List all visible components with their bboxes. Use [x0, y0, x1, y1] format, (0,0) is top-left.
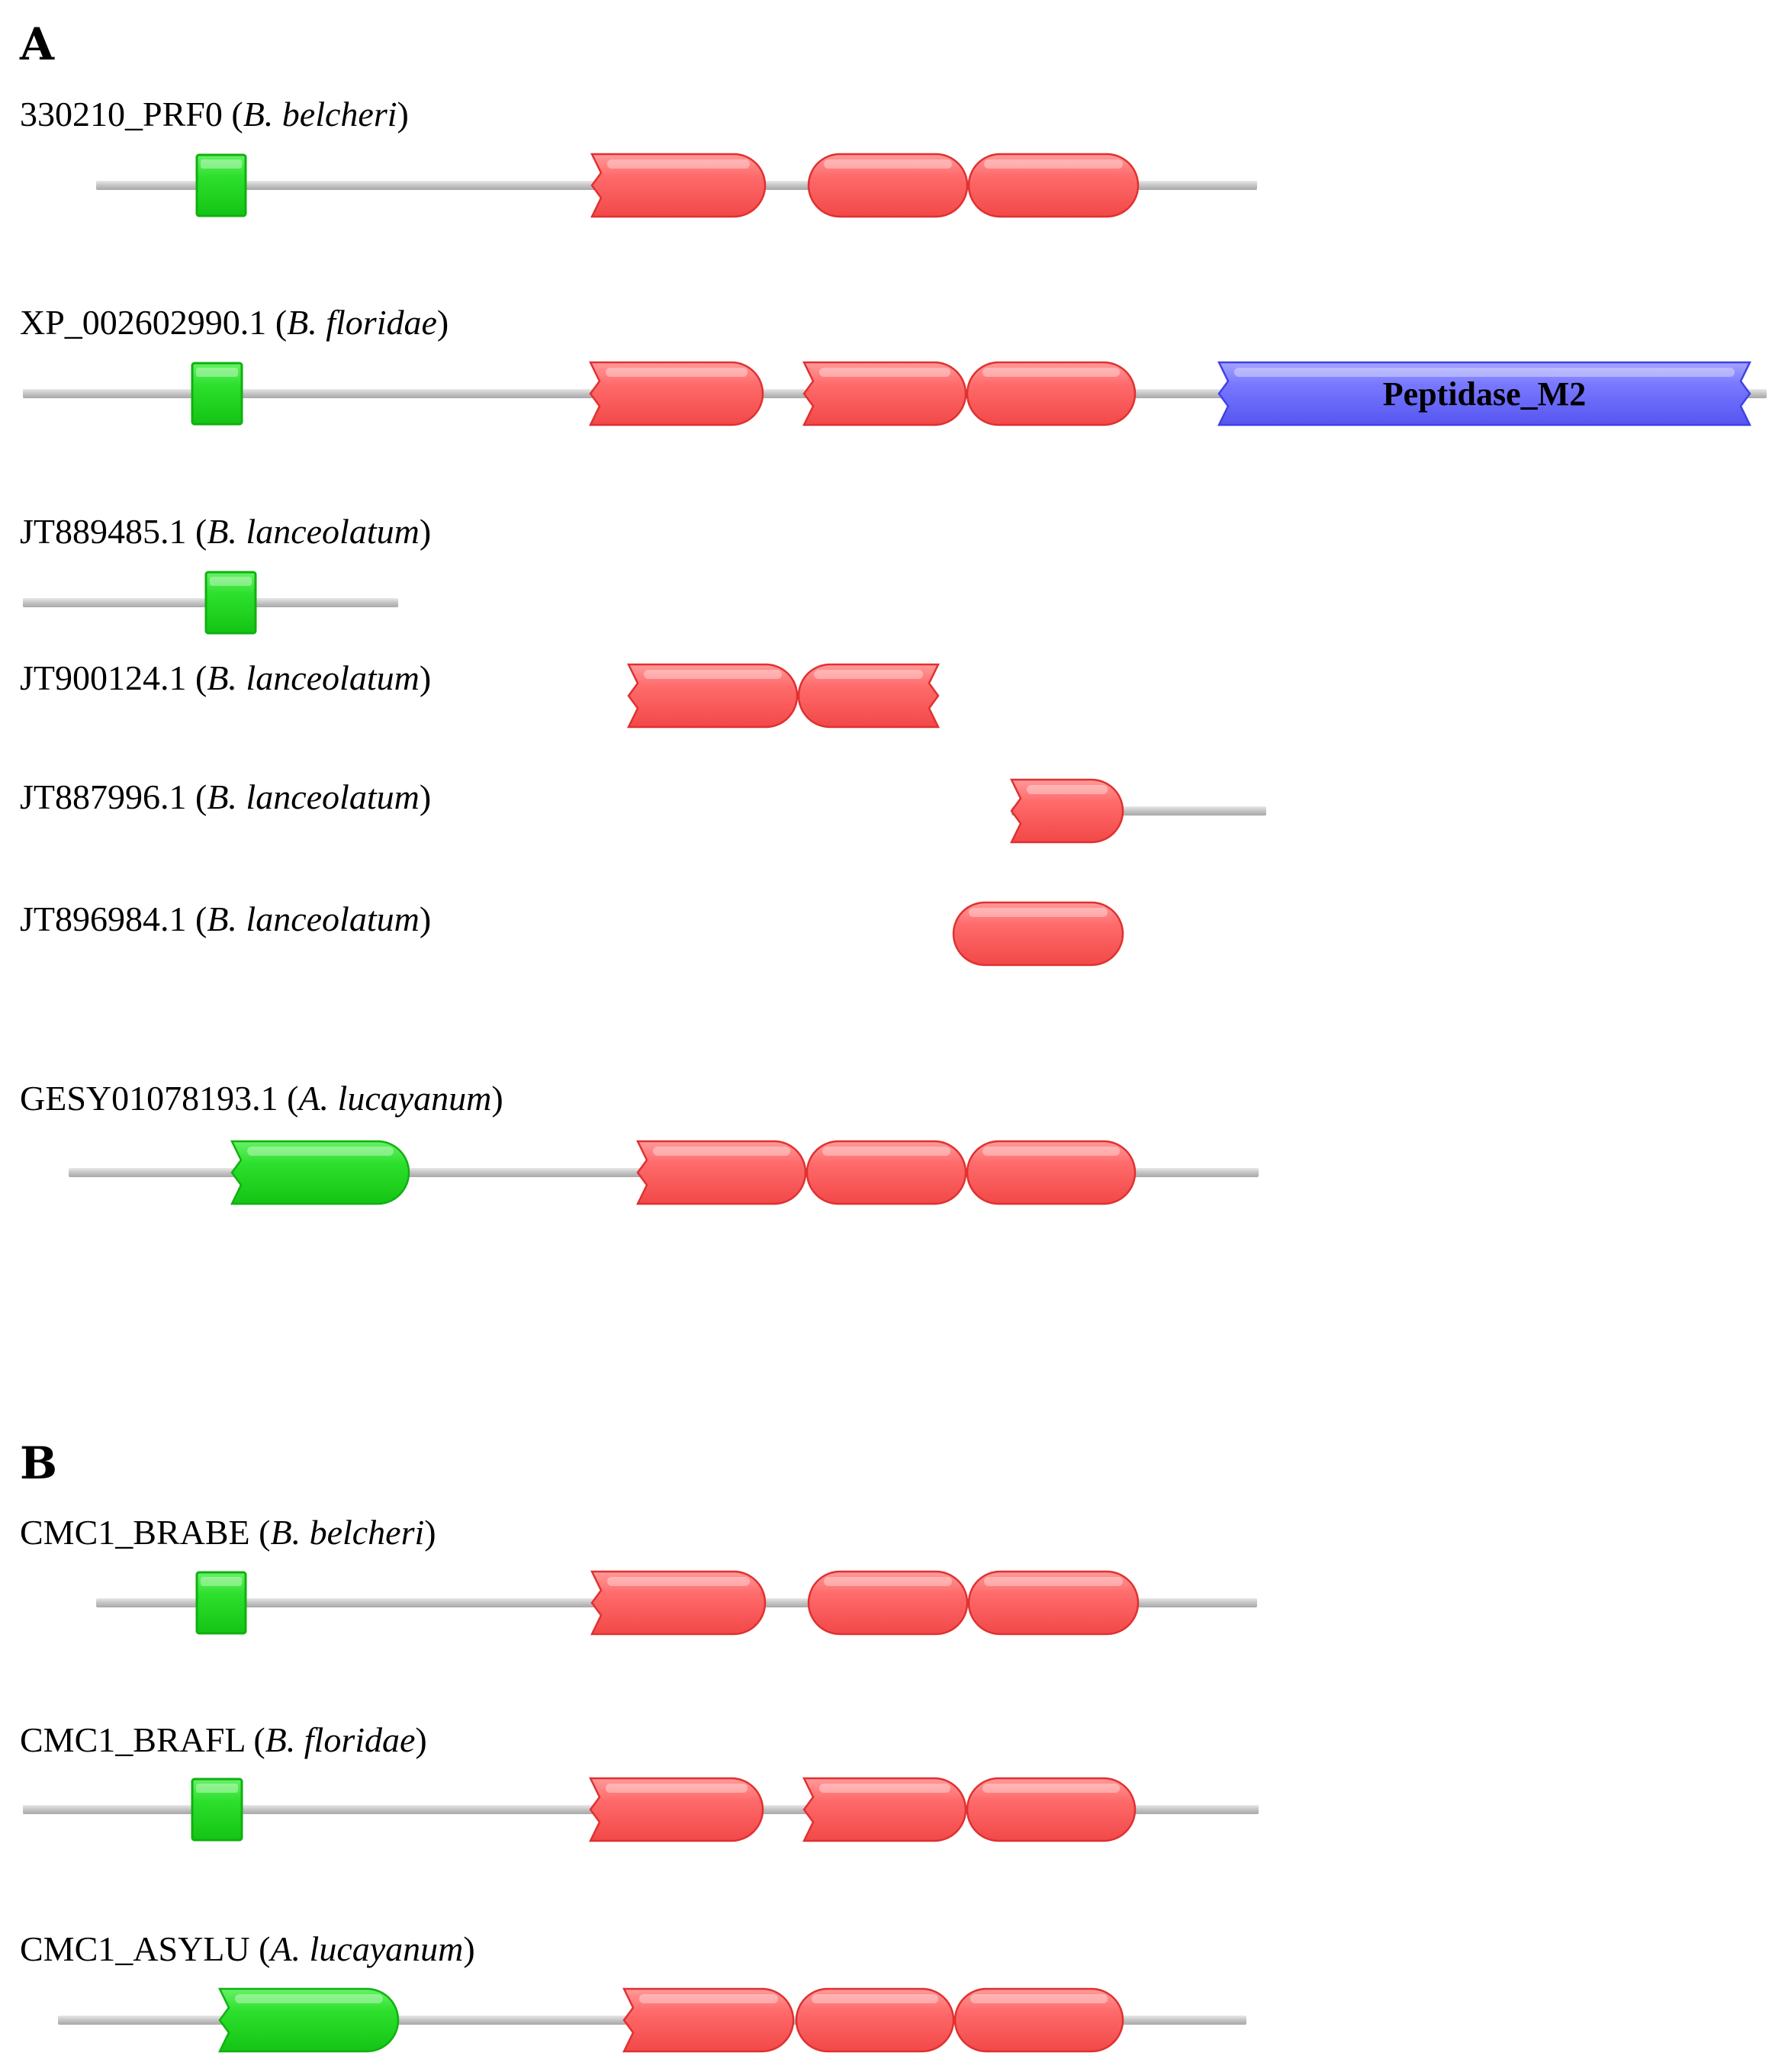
sequence-row: JT896984.1 (B. lanceolatum)	[20, 899, 1124, 967]
sequence-id: JT900124.1	[20, 658, 187, 697]
species-name: B. lanceolatum	[207, 899, 420, 938]
sequence-row: JT900124.1 (B. lanceolatum)	[20, 658, 941, 729]
red-domain	[966, 1140, 1137, 1205]
red-domain	[588, 361, 764, 426]
species-name: A. lucayanum	[296, 1079, 491, 1118]
domain-label: Peptidase_M2	[1383, 375, 1586, 413]
sequence-id: JT889485.1	[20, 512, 187, 551]
blue-domain	[1217, 361, 1752, 426]
green-domain	[195, 1571, 247, 1635]
red-domain	[626, 663, 799, 729]
red-domain	[952, 901, 1124, 967]
sequence-row: CMC1_ASYLU (A. lucayanum)	[20, 1929, 1246, 2053]
green-domain	[191, 1778, 243, 1842]
red-domain	[967, 1570, 1140, 1636]
sequence-row: CMC1_BRAFL (B. floridae)	[20, 1720, 1259, 1842]
species-name: B. floridae	[265, 1720, 416, 1759]
sequence-row: JT889485.1 (B. lanceolatum)	[20, 512, 431, 635]
red-domain	[590, 153, 767, 218]
green-domain	[230, 1140, 410, 1205]
svg-text:GESY01078193.1 (A. lucayanum): GESY01078193.1 (A. lucayanum)	[20, 1079, 503, 1118]
red-domain	[795, 1987, 955, 2053]
sequence-id: CMC1_BRAFL	[20, 1720, 245, 1759]
red-domain	[807, 1570, 969, 1636]
sequence-id: 330210_PRF0	[20, 95, 223, 134]
sequence-row: CMC1_BRABE (B. belcheri)	[20, 1513, 1257, 1636]
sequence-id: XP_002602990.1	[20, 303, 266, 342]
svg-text:JT889485.1 (B. lanceolatum): JT889485.1 (B. lanceolatum)	[20, 512, 431, 551]
species-name: B. belcheri	[243, 95, 397, 134]
red-domain	[806, 1140, 967, 1205]
red-domain	[590, 1570, 767, 1636]
svg-text:XP_002602990.1 (B. floridae): XP_002602990.1 (B. floridae)	[20, 303, 449, 342]
red-domain	[1009, 778, 1124, 844]
sequence-id: CMC1_BRABE	[20, 1513, 250, 1552]
species-name: A. lucayanum	[268, 1929, 463, 1968]
svg-text:JT896984.1 (B. lanceolatum): JT896984.1 (B. lanceolatum)	[20, 899, 431, 938]
species-name: B. lanceolatum	[207, 658, 420, 697]
red-domain	[802, 1777, 967, 1842]
panel-label-a: A	[19, 18, 55, 70]
red-domain	[588, 1777, 764, 1842]
svg-text:JT900124.1 (B. lanceolatum): JT900124.1 (B. lanceolatum)	[20, 658, 431, 697]
green-domain	[195, 153, 247, 217]
red-domain	[797, 663, 941, 729]
green-domain	[204, 571, 257, 635]
red-domain	[807, 153, 969, 218]
sequence-id: JT887996.1	[20, 777, 187, 816]
red-domain	[802, 361, 967, 426]
red-domain	[967, 153, 1140, 218]
sequence-row: GESY01078193.1 (A. lucayanum)	[20, 1079, 1259, 1205]
species-name: B. floridae	[287, 303, 437, 342]
svg-text:JT887996.1 (B. lanceolatum): JT887996.1 (B. lanceolatum)	[20, 777, 431, 816]
sequence-id: JT896984.1	[20, 899, 187, 938]
sequence-row: XP_002602990.1 (B. floridae) Peptidase_M…	[20, 303, 1767, 426]
sequence-id: CMC1_ASYLU	[20, 1929, 250, 1968]
red-domain	[622, 1987, 795, 2053]
sequence-row: JT887996.1 (B. lanceolatum)	[20, 777, 1266, 844]
svg-text:CMC1_BRABE (B. belcheri): CMC1_BRABE (B. belcheri)	[20, 1513, 436, 1552]
sequence-id: GESY01078193.1	[20, 1079, 278, 1118]
svg-text:CMC1_BRAFL (B. floridae): CMC1_BRAFL (B. floridae)	[20, 1720, 427, 1759]
species-name: B. lanceolatum	[207, 512, 420, 551]
sequence-row: 330210_PRF0 (B. belcheri)	[20, 95, 1257, 218]
svg-text:330210_PRF0 (B. belcheri): 330210_PRF0 (B. belcheri)	[20, 95, 409, 134]
species-name: B. lanceolatum	[207, 777, 420, 816]
red-domain	[635, 1140, 807, 1205]
green-domain	[217, 1987, 400, 2053]
green-domain	[191, 362, 243, 426]
species-name: B. belcheri	[270, 1513, 424, 1552]
svg-text:CMC1_ASYLU (A. lucayanum): CMC1_ASYLU (A. lucayanum)	[20, 1929, 475, 1968]
red-domain	[966, 1777, 1137, 1842]
panel-label-b: B	[20, 1437, 57, 1489]
red-domain	[953, 1987, 1124, 2053]
red-domain	[966, 361, 1137, 426]
